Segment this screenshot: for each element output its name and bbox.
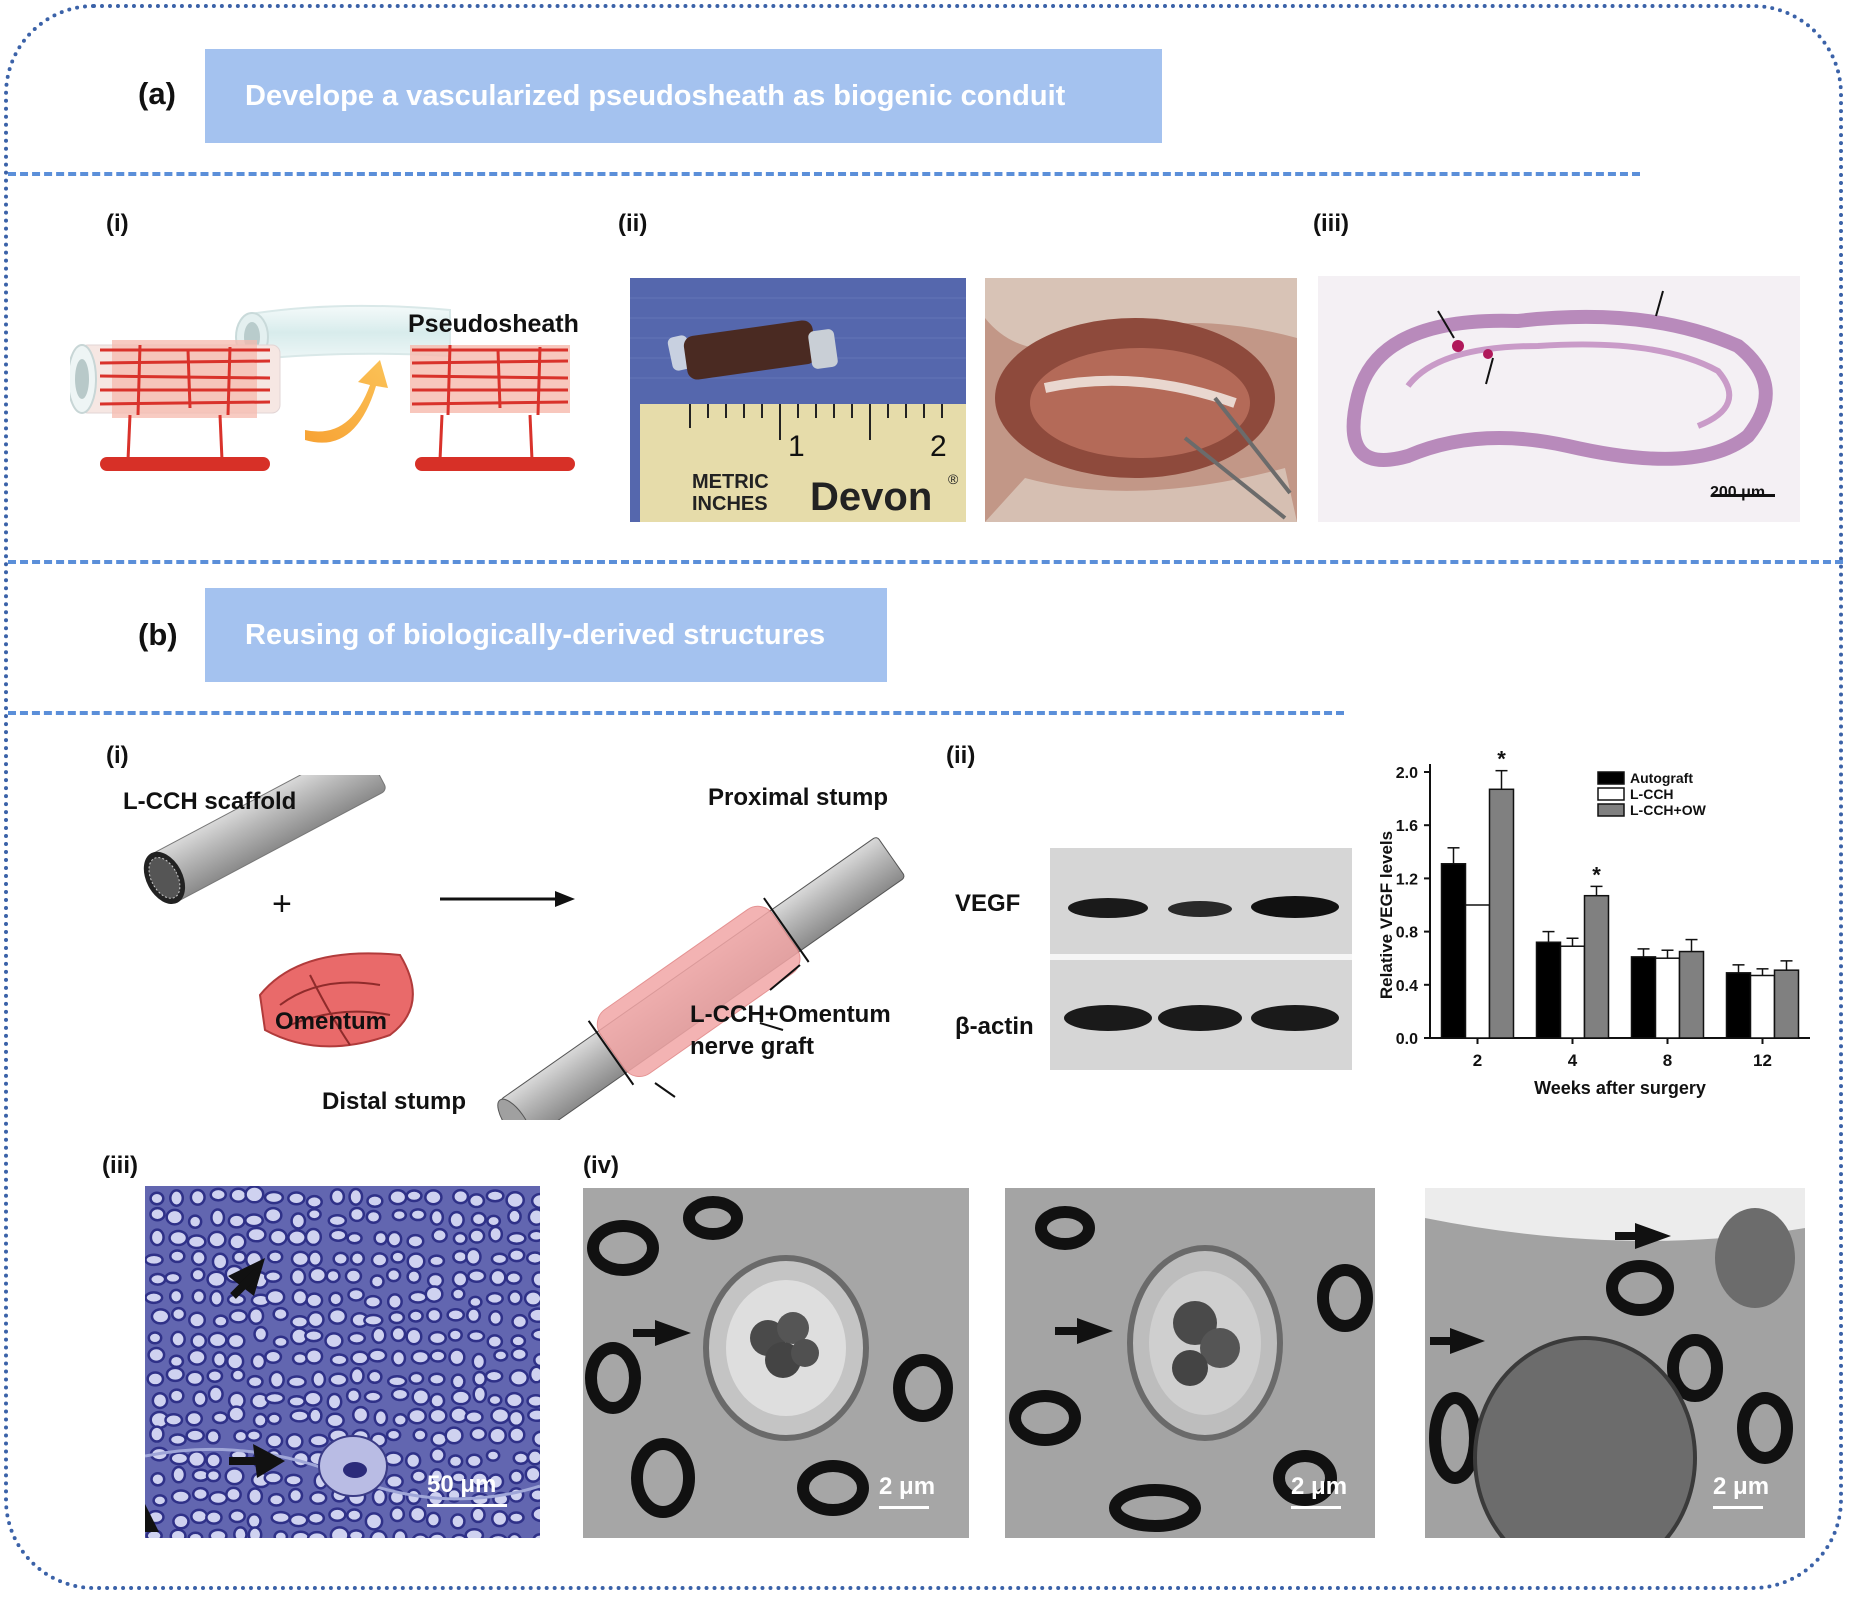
legend-swatch-2 [1597,803,1625,817]
panel-a-letter: (a) [138,76,176,111]
nerve-graft-schematic: + [143,775,905,1120]
proximal-label: Proximal stump [708,784,889,811]
ruler-metric: METRIC [692,471,769,493]
panel-a-sub-iii: (iii) [1313,210,1349,237]
scale-iii-label: 50 μm [427,1471,497,1498]
tube-with-vessels-left [70,340,281,471]
ruler-brand: Devon [810,475,932,519]
em-image-1: 2 μm [583,1188,969,1538]
histology-section-image: 200 μm [1318,276,1800,522]
scale-iv-2-label: 2 μm [1291,1473,1348,1500]
lcch-scaffold [143,775,386,905]
bar-L-CCH+OW-4 [1583,894,1610,1039]
ruler-inches: INCHES [692,493,768,515]
y-tick-label-2: 0.8 [1396,925,1418,942]
omentum-tissue [258,952,414,1048]
surgical-site-photo [985,278,1297,522]
bar-L-CCH-4 [1559,945,1586,1039]
scaffold-label: L-CCH scaffold [123,788,297,815]
pseudosheath-schematic: Pseudosheath [70,304,579,471]
bar-L-CCH-12 [1749,974,1776,1039]
legend-label-0: Autograft [1630,770,1693,786]
bar-Autograft-4 [1535,941,1562,1039]
panel-b-banner: Reusing of biologically-derived structur… [205,588,887,682]
bar-L-CCH+OW-8 [1678,950,1705,1039]
panel-b-letter: (b) [138,617,178,652]
bar-Autograft-2 [1440,863,1467,1039]
legend-label-1: L-CCH [1630,786,1674,802]
x-tick-label-0: 2 [1473,1051,1482,1070]
divider-b-header [8,711,1344,715]
ruler-reg: ® [948,471,959,487]
scale-iii-bar [427,1504,507,1507]
divider-a-b [8,560,1843,564]
em-image-3: 2 μm [1425,1188,1805,1538]
histology-scale-label: 200 μm [1710,484,1766,501]
y-tick-label-0: 0.0 [1396,1031,1418,1048]
panel-a-sub-ii: (ii) [618,210,648,237]
panel-a-banner: Develope a vascularized pseudosheath as … [205,49,1162,143]
conduit-ruler-photo: 1 2 METRIC INCHES Devon ® [630,278,966,522]
omentum-label: Omentum [275,1008,388,1035]
legend-label-2: L-CCH+OW [1630,802,1707,818]
graft-label-line1: L-CCH+Omentum [690,1001,891,1028]
panel-b-sub-iv: (iv) [583,1152,619,1179]
ruler-mark-1: 1 [788,430,805,463]
bar-L-CCH-2 [1464,904,1491,1039]
y-tick-label-1: 0.4 [1396,978,1418,995]
scale-iv-3-bar [1713,1506,1763,1509]
x-tick-label-1: 4 [1568,1051,1578,1070]
outer-frame [4,4,1843,1590]
divider-a-header [8,172,1640,176]
panel-b-sub-i: (i) [106,742,129,769]
scale-iv-1-bar [879,1506,929,1509]
y-tick-label-5: 2.0 [1396,765,1418,782]
significance-marker-0: * [1497,747,1506,772]
x-tick-label-3: 12 [1753,1051,1772,1070]
bar-L-CCH-8 [1654,957,1681,1039]
plus-sign: + [272,885,292,923]
y-tick-label-3: 1.2 [1396,871,1418,888]
scale-iv-1-label: 2 μm [879,1473,936,1500]
ruler-mark-2: 2 [930,430,947,463]
panel-b-sub-ii: (ii) [946,742,976,769]
panel-a-sub-i: (i) [106,210,129,237]
blot-label-actin: β-actin [955,1013,1034,1040]
y-tick-label-4: 1.6 [1396,818,1418,835]
significance-marker-1: * [1592,862,1601,887]
pseudosheath-label: Pseudosheath [408,310,579,338]
graft-label-line2: nerve graft [690,1033,815,1060]
nerve-with-graft [497,837,905,1120]
legend-swatch-0 [1597,771,1625,785]
em-image-2: 2 μm [1005,1188,1375,1538]
x-tick-label-2: 8 [1663,1051,1672,1070]
scale-iv-3-label: 2 μm [1713,1473,1770,1500]
y-axis-label: Relative VEGF levels [1377,831,1396,999]
western-blot-image [1050,848,1352,1070]
semithin-section-image: 50 μm [145,1186,540,1538]
tube-with-vessels-right [410,344,575,471]
bar-Autograft-12 [1725,972,1752,1039]
bar-Autograft-8 [1630,956,1657,1039]
legend-swatch-1 [1597,787,1625,801]
x-axis-label: Weeks after surgery [1534,1078,1706,1098]
blot-label-vegf: VEGF [955,890,1021,917]
transfer-arrow [305,360,388,443]
panel-b-sub-iii: (iii) [102,1152,138,1179]
scale-iv-2-bar [1291,1506,1341,1509]
bar-L-CCH+OW-12 [1773,969,1800,1039]
bar-L-CCH+OW-2 [1488,788,1515,1039]
distal-label: Distal stump [322,1088,467,1115]
